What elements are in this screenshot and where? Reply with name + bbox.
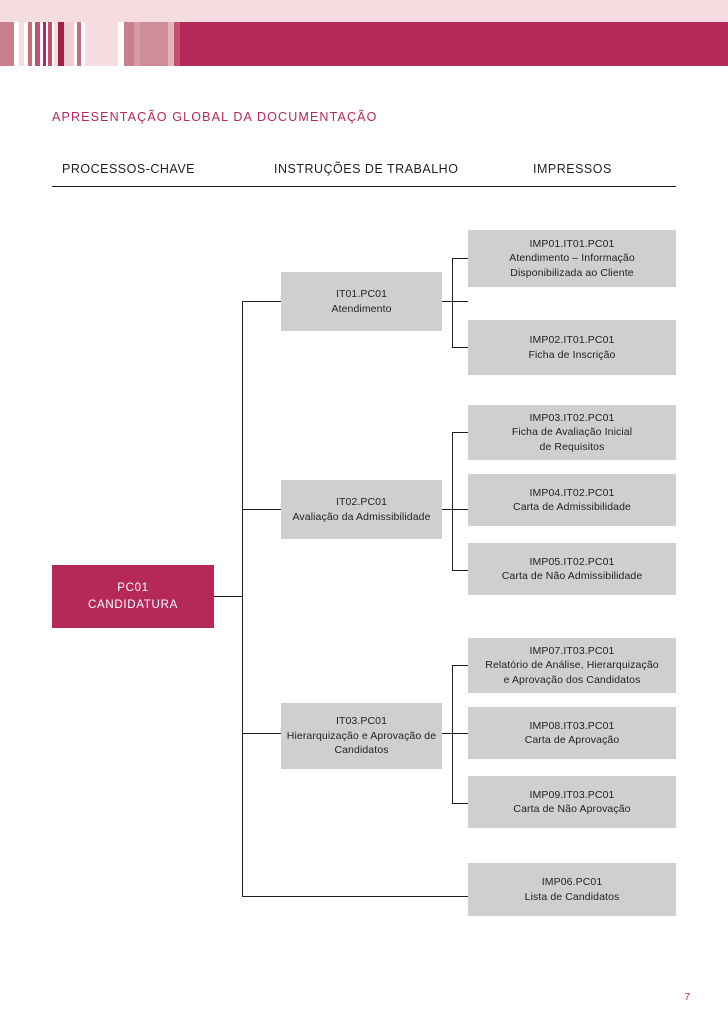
header-barcode-stripes xyxy=(0,22,728,66)
node-imp06[interactable]: IMP06.PC01 Lista de Candidatos xyxy=(468,863,676,916)
connector-trunk-to-imp06 xyxy=(242,896,468,897)
header-stripe-7 xyxy=(40,22,43,66)
node-it01[interactable]: IT01.PC01 Atendimento xyxy=(281,272,442,331)
node-imp04[interactable]: IMP04.IT02.PC01 Carta de Admissibilidade xyxy=(468,474,676,526)
connector-trunk-vertical xyxy=(242,301,243,897)
connector-pc01-to-trunk xyxy=(214,596,243,597)
header-stripe-17 xyxy=(81,22,85,66)
header-stripe-6 xyxy=(35,22,40,66)
node-it03-name-line1: Hierarquização e Aprovação de xyxy=(286,729,437,742)
node-it01-name: Atendimento xyxy=(331,302,392,315)
node-imp03-name-line2: de Requisitos xyxy=(539,440,605,453)
header-divider-rule xyxy=(52,186,676,187)
node-it03[interactable]: IT03.PC01 Hierarquização e Aprovação de … xyxy=(281,703,442,769)
node-imp04-code: IMP04.IT02.PC01 xyxy=(529,486,615,499)
node-imp05-name: Carta de Não Admissibilidade xyxy=(501,570,643,582)
connector-it02-to-imp03 xyxy=(452,432,468,433)
node-imp06-code: IMP06.PC01 xyxy=(541,876,603,888)
node-imp05-code: IMP05.IT02.PC01 xyxy=(529,555,615,568)
header-stripe-14 xyxy=(64,22,74,66)
header-stripe-25 xyxy=(180,22,728,66)
node-it02-code: IT02.PC01 xyxy=(335,496,388,508)
page-number: 7 xyxy=(684,992,690,1003)
node-imp08[interactable]: IMP08.IT03.PC01 Carta de Aprovação xyxy=(468,707,676,759)
connector-trunk-to-it01 xyxy=(242,301,281,302)
node-imp09-name: Carta de Não Aprovação xyxy=(513,803,631,815)
header-stripe-22 xyxy=(140,22,168,66)
node-imp01-code: IMP01.IT01.PC01 xyxy=(529,237,615,250)
column-header-instrucoes-de-trabalho: INSTRUÇÕES DE TRABALHO xyxy=(274,162,459,176)
header-top-fill xyxy=(0,0,728,22)
node-it01-code: IT01.PC01 xyxy=(335,288,388,300)
header-stripe-20 xyxy=(124,22,134,66)
node-imp01-name-line2: Disponibilizada ao Cliente xyxy=(510,266,634,279)
header-stripe-10 xyxy=(48,22,52,66)
node-pc01-candidatura[interactable]: PC01 CANDIDATURA xyxy=(52,565,214,628)
connector-trunk-to-it03 xyxy=(242,733,281,734)
header-stripe-24 xyxy=(174,22,180,66)
node-imp07-code: IMP07.IT03.PC01 xyxy=(529,644,615,657)
node-imp02-code: IMP02.IT01.PC01 xyxy=(529,334,615,346)
node-imp04-name: Carta de Admissibilidade xyxy=(513,501,631,513)
connector-it02-branch-vertical xyxy=(452,432,453,570)
header-stripe-8 xyxy=(43,22,46,66)
connector-it01-branch-vertical xyxy=(452,258,453,348)
node-imp09-code: IMP09.IT03.PC01 xyxy=(529,788,615,801)
page-title: APRESENTAÇÃO GLOBAL DA DOCUMENTAÇÃO xyxy=(52,110,378,124)
header-stripe-4 xyxy=(28,22,32,66)
node-it03-code: IT03.PC01 xyxy=(335,715,388,728)
node-pc01-name: CANDIDATURA xyxy=(88,598,178,611)
column-header-processos-chave: PROCESSOS-CHAVE xyxy=(62,162,195,176)
connector-it02-to-imp04 xyxy=(452,509,468,510)
header-stripe-19 xyxy=(118,22,124,66)
node-imp01-name-line1: Atendimento – Informação xyxy=(509,252,635,265)
node-imp08-code: IMP08.IT03.PC01 xyxy=(529,719,615,732)
header-stripe-2 xyxy=(19,22,24,66)
node-imp03-name-line1: Ficha de Avaliação Inicial xyxy=(511,426,633,439)
connector-it02-to-imp05 xyxy=(452,570,468,571)
column-header-row: PROCESSOS-CHAVE INSTRUÇÕES DE TRABALHO I… xyxy=(52,162,676,188)
connector-it03-to-imp07 xyxy=(452,665,468,666)
header-stripe-18 xyxy=(85,22,118,66)
header-stripe-23 xyxy=(168,22,174,66)
page-header-band xyxy=(0,0,728,66)
connector-it03-to-imp08 xyxy=(452,733,468,734)
node-imp03[interactable]: IMP03.IT02.PC01 Ficha de Avaliação Inici… xyxy=(468,405,676,460)
header-stripe-21 xyxy=(134,22,140,66)
node-imp09[interactable]: IMP09.IT03.PC01 Carta de Não Aprovação xyxy=(468,776,676,828)
header-stripe-13 xyxy=(58,22,64,66)
node-imp03-code: IMP03.IT02.PC01 xyxy=(529,411,615,424)
connector-it03-branch-vertical xyxy=(452,665,453,803)
header-stripe-1 xyxy=(14,22,19,66)
connector-trunk-to-it02 xyxy=(242,509,281,510)
connector-it01-to-imp02 xyxy=(452,347,468,348)
node-imp05[interactable]: IMP05.IT02.PC01 Carta de Não Admissibili… xyxy=(468,543,676,595)
connector-it01-out xyxy=(442,301,468,302)
node-it02[interactable]: IT02.PC01 Avaliação da Admissibilidade xyxy=(281,480,442,539)
header-stripe-0 xyxy=(0,22,14,66)
column-header-impressos: IMPRESSOS xyxy=(533,162,612,176)
node-imp01[interactable]: IMP01.IT01.PC01 Atendimento – Informação… xyxy=(468,230,676,287)
header-stripe-9 xyxy=(46,22,48,66)
connector-it03-to-imp09 xyxy=(452,803,468,804)
node-imp08-name: Carta de Aprovação xyxy=(524,734,620,746)
node-imp07-name-line2: e Aprovação dos Candidatos xyxy=(503,673,641,686)
header-stripe-11 xyxy=(52,22,54,66)
header-stripe-16 xyxy=(77,22,81,66)
node-imp07-name-line1: Relatório de Análise, Hierarquização xyxy=(485,659,659,672)
header-stripe-5 xyxy=(32,22,35,66)
connector-it01-to-imp01 xyxy=(452,258,468,259)
node-imp02[interactable]: IMP02.IT01.PC01 Ficha de Inscrição xyxy=(468,320,676,375)
node-it02-name: Avaliação da Admissibilidade xyxy=(292,510,431,523)
node-pc01-code: PC01 xyxy=(117,581,149,594)
node-imp02-name: Ficha de Inscrição xyxy=(528,348,616,361)
node-imp06-name: Lista de Candidatos xyxy=(524,890,620,903)
node-it03-name-line2: Candidatos xyxy=(334,744,389,757)
header-stripe-3 xyxy=(24,22,28,66)
node-imp07[interactable]: IMP07.IT03.PC01 Relatório de Análise, Hi… xyxy=(468,638,676,693)
header-stripe-15 xyxy=(74,22,77,66)
